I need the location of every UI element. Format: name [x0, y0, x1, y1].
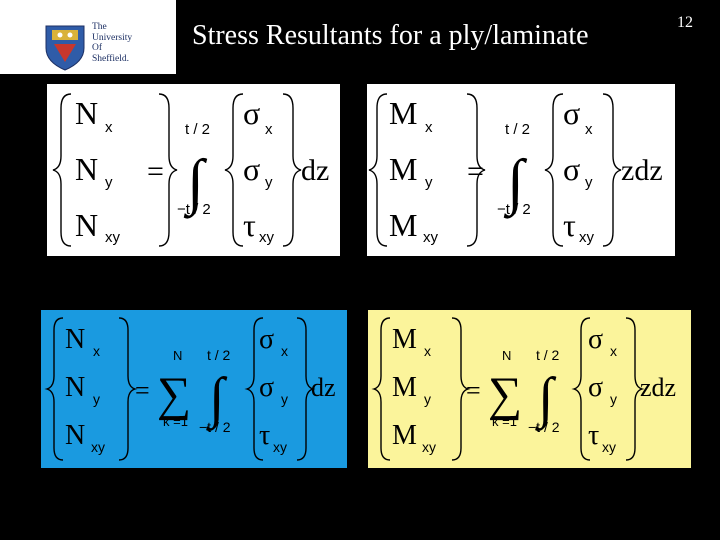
rhs-sub-1: x: [281, 343, 288, 359]
equals-sign: =: [466, 376, 481, 405]
integral-sign: ∫: [535, 367, 557, 432]
moment-sum-equation: M x M y M xy = N ∑ k =1 t / 2 ∫ −t / 2 σ…: [371, 317, 676, 461]
equals-sign: =: [135, 376, 150, 405]
rhs-sub-2: y: [265, 174, 273, 191]
rhs-sub-3: xy: [259, 229, 275, 246]
logo-text: The University Of Sheffield.: [92, 22, 133, 64]
rhs-sub-2: y: [610, 391, 617, 407]
university-logo: The University Of Sheffield.: [0, 0, 176, 74]
lower-limit: −t / 2: [199, 419, 231, 435]
upper-limit: t / 2: [185, 121, 210, 138]
rhs-sub-3: xy: [579, 229, 595, 246]
rhs-base-2: σ: [588, 372, 603, 403]
rhs-sub-1: x: [265, 121, 273, 138]
crest-icon: [45, 25, 85, 71]
page-number: 12: [677, 14, 693, 31]
rhs-base-3: τ: [243, 207, 256, 243]
lhs-base-3: M: [392, 420, 417, 451]
lhs-base-3: N: [65, 420, 85, 451]
sum-upper: N: [173, 348, 182, 363]
sum-sign: ∑: [488, 368, 522, 421]
rhs-sub-3: xy: [273, 439, 287, 455]
sum-upper: N: [502, 348, 511, 363]
force-integral-equation: N x N y N xy = t / 2 ∫ −t / 2 σ x σ y τ …: [52, 93, 329, 247]
rhs-sub-2: y: [281, 391, 288, 407]
upper-limit: t / 2: [536, 347, 560, 363]
differential: dz: [311, 373, 336, 402]
sum-lower: k =1: [163, 414, 188, 429]
rhs-base-3: τ: [259, 420, 270, 451]
rhs-base-1: σ: [563, 95, 580, 131]
rhs-base-1: σ: [243, 95, 260, 131]
lhs-sub-3: xy: [423, 229, 439, 246]
sum-lower: k =1: [492, 414, 517, 429]
lower-limit: −t / 2: [177, 201, 211, 218]
upper-limit: t / 2: [505, 121, 530, 138]
lhs-base-1: M: [389, 95, 417, 131]
rhs-sub-3: xy: [602, 439, 616, 455]
lhs-sub-1: x: [424, 343, 431, 359]
differential: zdz: [640, 373, 676, 402]
lhs-sub-3: xy: [422, 439, 436, 455]
lhs-sub-2: y: [425, 174, 433, 191]
lhs-sub-3: xy: [105, 229, 121, 246]
upper-limit: t / 2: [207, 347, 231, 363]
lower-limit: −t / 2: [497, 201, 531, 218]
lhs-base-3: N: [75, 207, 98, 243]
differential: zdz: [621, 154, 663, 187]
equals-sign: =: [147, 155, 164, 188]
lhs-base-2: N: [75, 151, 98, 187]
lhs-base-1: M: [392, 324, 417, 355]
lhs-base-2: N: [65, 372, 85, 403]
lhs-sub-1: x: [425, 119, 433, 136]
rhs-base-2: σ: [563, 151, 580, 187]
integral-sign: ∫: [503, 148, 528, 219]
integral-sign: ∫: [206, 367, 228, 432]
rhs-sub-1: x: [610, 343, 617, 359]
equation-panel-moment-integral: M x M y M xy = t / 2 ∫ −t / 2 σ x σ y τ …: [367, 84, 675, 256]
lhs-sub-2: y: [424, 391, 431, 407]
rhs-base-3: τ: [563, 207, 576, 243]
equation-panel-moment-sum: M x M y M xy = N ∑ k =1 t / 2 ∫ −t / 2 σ…: [368, 310, 691, 468]
equation-panel-force-sum: N x N y N xy = N ∑ k =1 t / 2 ∫ −t / 2 σ…: [41, 310, 347, 468]
lower-limit: −t / 2: [528, 419, 560, 435]
rhs-base-1: σ: [259, 324, 274, 355]
lhs-sub-3: xy: [91, 439, 105, 455]
rhs-base-3: τ: [588, 420, 599, 451]
slide-title: Stress Resultants for a ply/laminate: [192, 20, 589, 51]
moment-integral-equation: M x M y M xy = t / 2 ∫ −t / 2 σ x σ y τ …: [368, 93, 663, 247]
equation-panel-force-integral: N x N y N xy = t / 2 ∫ −t / 2 σ x σ y τ …: [47, 84, 340, 256]
lhs-base-1: N: [75, 95, 98, 131]
force-sum-equation: N x N y N xy = N ∑ k =1 t / 2 ∫ −t / 2 σ…: [44, 317, 336, 461]
lhs-sub-1: x: [105, 119, 113, 136]
sum-sign: ∑: [157, 368, 191, 421]
rhs-base-2: σ: [243, 151, 260, 187]
lhs-base-2: M: [389, 151, 417, 187]
lhs-base-3: M: [389, 207, 417, 243]
rhs-sub-2: y: [585, 174, 593, 191]
lhs-sub-1: x: [93, 343, 100, 359]
integral-sign: ∫: [183, 148, 208, 219]
rhs-base-1: σ: [588, 324, 603, 355]
lhs-base-1: N: [65, 324, 85, 355]
differential: dz: [301, 154, 329, 187]
equals-sign: =: [467, 155, 484, 188]
lhs-base-2: M: [392, 372, 417, 403]
rhs-base-2: σ: [259, 372, 274, 403]
lhs-sub-2: y: [93, 391, 100, 407]
rhs-sub-1: x: [585, 121, 593, 138]
lhs-sub-2: y: [105, 174, 113, 191]
